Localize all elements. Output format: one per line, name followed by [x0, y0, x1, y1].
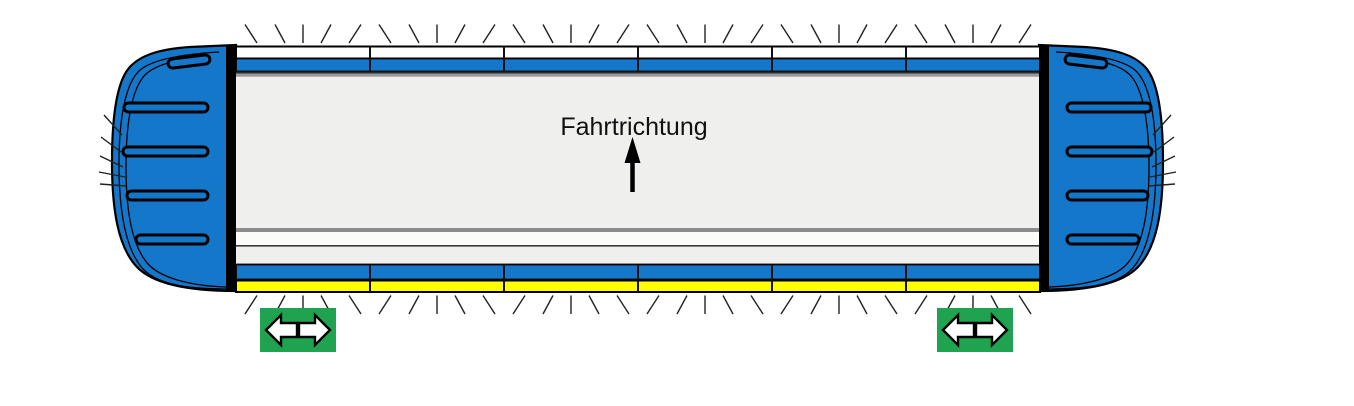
light-ray [914, 24, 928, 44]
light-ray [1151, 155, 1176, 168]
right-cap-lens-slat [1065, 145, 1154, 158]
light-ray [1153, 136, 1175, 153]
light-ray [100, 136, 122, 153]
left-cap-lens-slat [166, 53, 212, 70]
light-ray [103, 114, 123, 136]
light-ray [320, 24, 332, 44]
light-ray [454, 24, 466, 44]
light-ray [378, 295, 392, 315]
right-end-cap [1037, 43, 1165, 293]
light-ray [676, 295, 688, 315]
lightbar-body [235, 45, 1041, 293]
light-ray [348, 295, 362, 315]
light-ray [780, 24, 794, 44]
direction-label: Fahrtrichtung [560, 113, 708, 141]
right-cap-contour-line [1044, 51, 1157, 290]
front-light-rays [244, 24, 1032, 44]
left-end-cap [110, 43, 238, 293]
light-ray [244, 295, 258, 315]
light-ray [378, 24, 392, 44]
right-cap-lens-slat [1063, 53, 1109, 70]
light-ray [1152, 114, 1172, 136]
body-housing [236, 60, 1040, 292]
arrow-left-icon [264, 312, 299, 348]
up-arrow-icon [624, 137, 641, 192]
front-strip-shadow-line [236, 71, 1040, 74]
light-ray [482, 295, 496, 315]
left-side-light-rays [98, 114, 127, 187]
light-ray [542, 295, 554, 315]
right-cap-lens-slat [1065, 101, 1153, 114]
arrow-right-icon [974, 312, 1009, 348]
light-ray [98, 171, 126, 178]
rear-thin-line [236, 245, 1040, 247]
light-ray [750, 24, 764, 44]
light-ray [722, 295, 734, 315]
right-cap-lens-slat [1065, 233, 1141, 246]
light-ray [884, 295, 898, 315]
light-ray [780, 295, 794, 315]
direction-arrow-head [624, 137, 641, 163]
light-ray [722, 24, 734, 44]
light-ray [244, 24, 258, 44]
left-cap-lens-slat [134, 233, 210, 246]
light-ray [676, 24, 688, 44]
rear-divider-gray-band [236, 228, 1040, 232]
right-cap-housing [1037, 43, 1165, 293]
light-ray [944, 24, 956, 44]
segment-dividers [369, 46, 907, 292]
light-ray [750, 295, 764, 315]
light-ray [99, 183, 127, 187]
light-ray [1149, 171, 1177, 178]
light-ray [1018, 24, 1032, 44]
light-ray [348, 24, 362, 44]
light-ray [810, 295, 822, 315]
right-cap-contour-line [1048, 56, 1150, 288]
light-ray [616, 295, 630, 315]
light-ray [914, 295, 928, 315]
light-ray [588, 295, 600, 315]
light-ray [512, 295, 526, 315]
light-ray [884, 24, 898, 44]
light-ray [274, 24, 286, 44]
arrow-right-icon [297, 312, 332, 348]
light-ray [99, 155, 124, 168]
light-ray [646, 295, 660, 315]
light-ray [1148, 183, 1176, 187]
light-ray [990, 24, 1002, 44]
light-ray [616, 24, 630, 44]
light-ray [856, 295, 868, 315]
right-side-light-rays [1148, 114, 1177, 187]
left-cap-lens-slat [125, 189, 210, 202]
left-cap-contour-line [125, 56, 227, 288]
light-ray [856, 24, 868, 44]
light-ray [646, 24, 660, 44]
light-ray [408, 295, 420, 315]
right-cap-lens-slat [1065, 189, 1150, 202]
left-cap-lens-slat [122, 101, 210, 114]
left-cap-lens-slat [121, 145, 210, 158]
light-ray [512, 24, 526, 44]
traffic-sign-panel-left [260, 308, 336, 352]
right-end-bar [1039, 45, 1049, 292]
rear-light-rays [244, 295, 1032, 315]
left-cap-housing [110, 43, 238, 293]
front-strip-gray-line [236, 73, 1040, 77]
light-ray [482, 24, 496, 44]
traffic-sign-panel-right [937, 308, 1013, 352]
light-ray [542, 24, 554, 44]
left-end-bar [226, 45, 236, 292]
light-ray [454, 295, 466, 315]
left-cap-contour-line [118, 51, 231, 290]
light-ray [588, 24, 600, 44]
rear-white-band [236, 232, 1040, 245]
arrow-left-icon [941, 312, 976, 348]
light-ray [408, 24, 420, 44]
light-ray [810, 24, 822, 44]
light-ray [1018, 295, 1032, 315]
